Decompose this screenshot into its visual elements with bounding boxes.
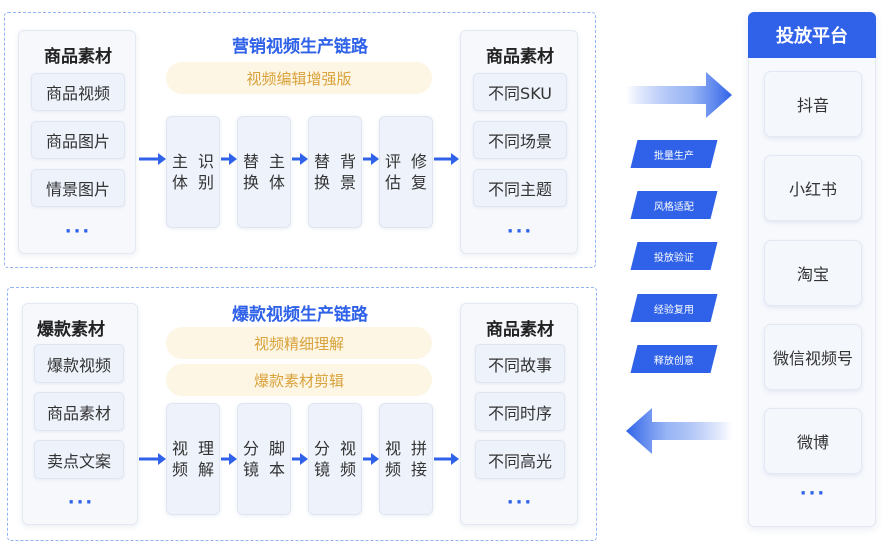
bottom-step-2: 分镜脚本 (237, 403, 291, 515)
tag-experience-reuse: 经验复用 (630, 294, 718, 322)
top-input-item: 商品图片 (31, 121, 125, 159)
bottom-input-item: 商品素材 (34, 392, 124, 431)
top-step-2: 替换主体 (237, 116, 291, 228)
top-input-column: 商品素材 商品视频 商品图片 情景图片 ··· (18, 30, 136, 254)
top-output-item: 不同SKU (473, 73, 567, 111)
top-input-title: 商品素材 (44, 47, 112, 67)
bottom-step-1: 视频理解 (166, 403, 220, 515)
bottom-output-item: 不同故事 (475, 344, 565, 383)
bottom-output-column: 商品素材 不同故事 不同时序 不同高光 ··· (460, 303, 578, 525)
bottom-pill-1: 视频精细理解 (166, 327, 432, 359)
top-pill-1: 视频编辑增强版 (166, 62, 432, 94)
bottom-flow-arrows (139, 453, 459, 465)
platform-title: 投放平台 (748, 12, 876, 58)
tag-delivery-validation: 投放验证 (630, 242, 718, 270)
platform-item-taobao: 淘宝 (764, 240, 862, 306)
tag-batch-production: 批量生产 (630, 140, 718, 168)
platform-item-douyin: 抖音 (764, 71, 862, 137)
top-flow-arrows (139, 153, 459, 165)
bottom-input-item: 卖点文案 (34, 440, 124, 479)
top-step-4: 评估修复 (379, 116, 433, 228)
platform-item-xiaohongshu: 小红书 (764, 155, 862, 221)
right-big-arrow-icon (626, 72, 732, 118)
bottom-chain-title: 爆款视频生产链路 (232, 305, 368, 325)
bottom-output-item: 不同时序 (475, 392, 565, 431)
top-input-more: ··· (64, 221, 92, 242)
bottom-chain-frame (7, 287, 597, 541)
platform-more: ··· (799, 483, 827, 504)
platform-panel: 投放平台 抖音 小红书 淘宝 微信视频号 微博 ··· (748, 12, 876, 527)
top-output-more: ··· (506, 221, 534, 242)
bottom-output-item: 不同高光 (475, 440, 565, 479)
top-output-column: 商品素材 不同SKU 不同场景 不同主题 ··· (460, 30, 578, 254)
top-output-title: 商品素材 (486, 47, 554, 67)
bottom-input-item: 爆款视频 (34, 344, 124, 383)
bottom-input-title: 爆款素材 (37, 320, 105, 340)
bottom-pill-2: 爆款素材剪辑 (166, 364, 432, 396)
top-input-item: 商品视频 (31, 73, 125, 111)
top-step-3: 替换背景 (308, 116, 362, 228)
bottom-output-title: 商品素材 (486, 320, 554, 340)
top-output-item: 不同场景 (473, 121, 567, 159)
bottom-output-more: ··· (506, 492, 534, 513)
platform-item-wechat-channels: 微信视频号 (764, 324, 862, 390)
top-step-1: 主体识别 (166, 116, 220, 228)
platform-item-weibo: 微博 (764, 408, 862, 474)
bottom-step-3: 分镜视频 (308, 403, 362, 515)
top-input-item: 情景图片 (31, 169, 125, 207)
bottom-input-column: 爆款素材 爆款视频 商品素材 卖点文案 ··· (22, 303, 138, 525)
top-chain-title: 营销视频生产链路 (232, 37, 368, 57)
top-output-item: 不同主题 (473, 169, 567, 207)
top-chain-frame (4, 12, 596, 268)
left-big-arrow-icon (626, 408, 732, 454)
bottom-input-more: ··· (67, 492, 95, 513)
tag-style-adaptation: 风格适配 (630, 191, 718, 219)
bottom-step-4: 视频拼接 (379, 403, 433, 515)
tag-release-creativity: 释放创意 (630, 345, 718, 373)
